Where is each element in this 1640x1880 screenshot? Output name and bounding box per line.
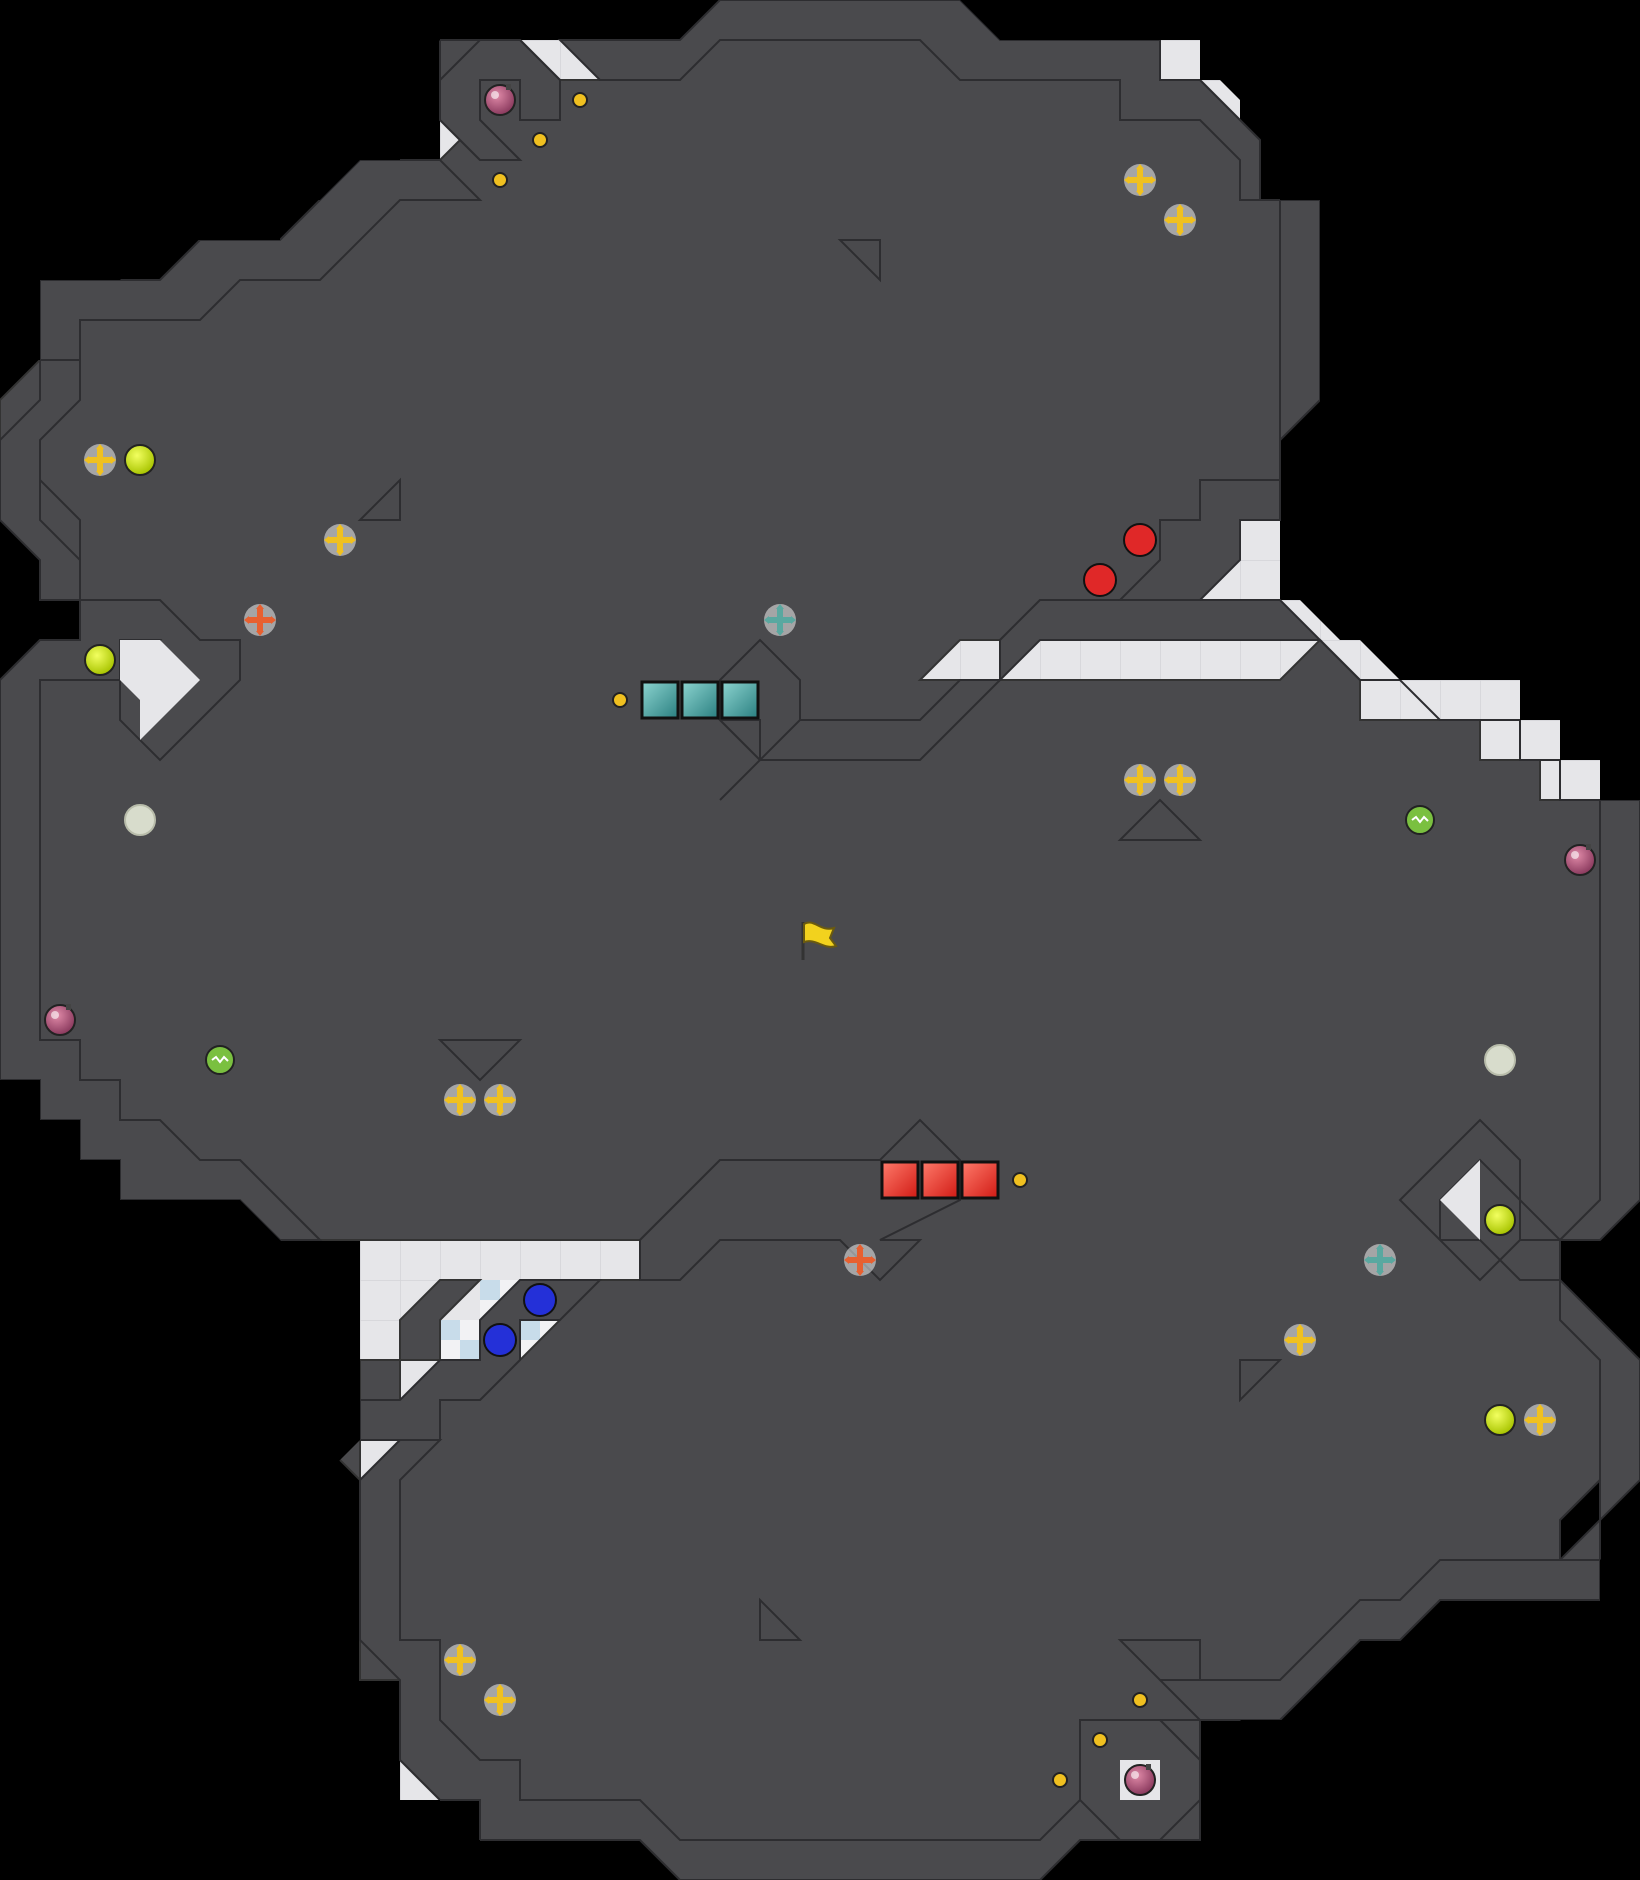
spike-powerup xyxy=(1484,1204,1516,1236)
blue-players xyxy=(483,1283,557,1357)
boost-icon xyxy=(484,1084,516,1116)
teal-gate-tile xyxy=(680,680,720,720)
bomb-icon xyxy=(1124,1764,1156,1796)
portal-dot xyxy=(532,132,548,148)
portal-dot xyxy=(612,692,628,708)
bomb-icon xyxy=(1564,844,1596,876)
boost-icon xyxy=(1524,1404,1556,1436)
boost-icon xyxy=(444,1644,476,1676)
boost-icon xyxy=(324,524,356,556)
spike-powerup xyxy=(1484,1404,1516,1436)
portal-dot xyxy=(492,172,508,188)
boost-icon xyxy=(1164,764,1196,796)
boost-icon xyxy=(1164,204,1196,236)
blue-boost-icon xyxy=(1364,1244,1396,1276)
rolling-bomb-icon xyxy=(1405,805,1435,835)
powerups xyxy=(84,444,1516,1436)
red-boost-icon xyxy=(844,1244,876,1276)
red-players xyxy=(1083,523,1157,597)
boost-icon xyxy=(1124,764,1156,796)
flag-icon[interactable] xyxy=(801,921,838,960)
boost-icon xyxy=(444,1084,476,1116)
boost-icon xyxy=(1284,1324,1316,1356)
teal-gate-tile xyxy=(720,680,760,720)
blue-boost-icon xyxy=(764,604,796,636)
blue-player[interactable] xyxy=(483,1323,517,1357)
gates xyxy=(640,680,1000,1200)
red-boost-icon xyxy=(244,604,276,636)
portal-dot xyxy=(1132,1692,1148,1708)
red-gate-tile xyxy=(960,1160,1000,1200)
red-gate-tile xyxy=(880,1160,920,1200)
boost-icon xyxy=(1124,164,1156,196)
rolling-bomb-icon xyxy=(205,1045,235,1075)
blue-player[interactable] xyxy=(523,1283,557,1317)
spike-powerup xyxy=(84,644,116,676)
spike-powerup xyxy=(124,444,156,476)
bomb-icon xyxy=(484,84,516,116)
teal-gate-tile xyxy=(640,680,680,720)
red-player[interactable] xyxy=(1083,563,1117,597)
portal-dots xyxy=(492,92,1148,1788)
red-player[interactable] xyxy=(1123,523,1157,557)
boost-icon xyxy=(484,1684,516,1716)
portal-dot xyxy=(1052,1772,1068,1788)
bombs xyxy=(44,84,1596,1796)
portal-dot xyxy=(1092,1732,1108,1748)
red-gate-tile xyxy=(920,1160,960,1200)
portal-dot xyxy=(572,92,588,108)
inactive-powerup xyxy=(1484,1044,1516,1076)
bomb-icon xyxy=(44,1004,76,1036)
portal-dot xyxy=(1012,1172,1028,1188)
boosts xyxy=(84,164,1556,1716)
inactive-powerup xyxy=(124,804,156,836)
boost-icon xyxy=(84,444,116,476)
